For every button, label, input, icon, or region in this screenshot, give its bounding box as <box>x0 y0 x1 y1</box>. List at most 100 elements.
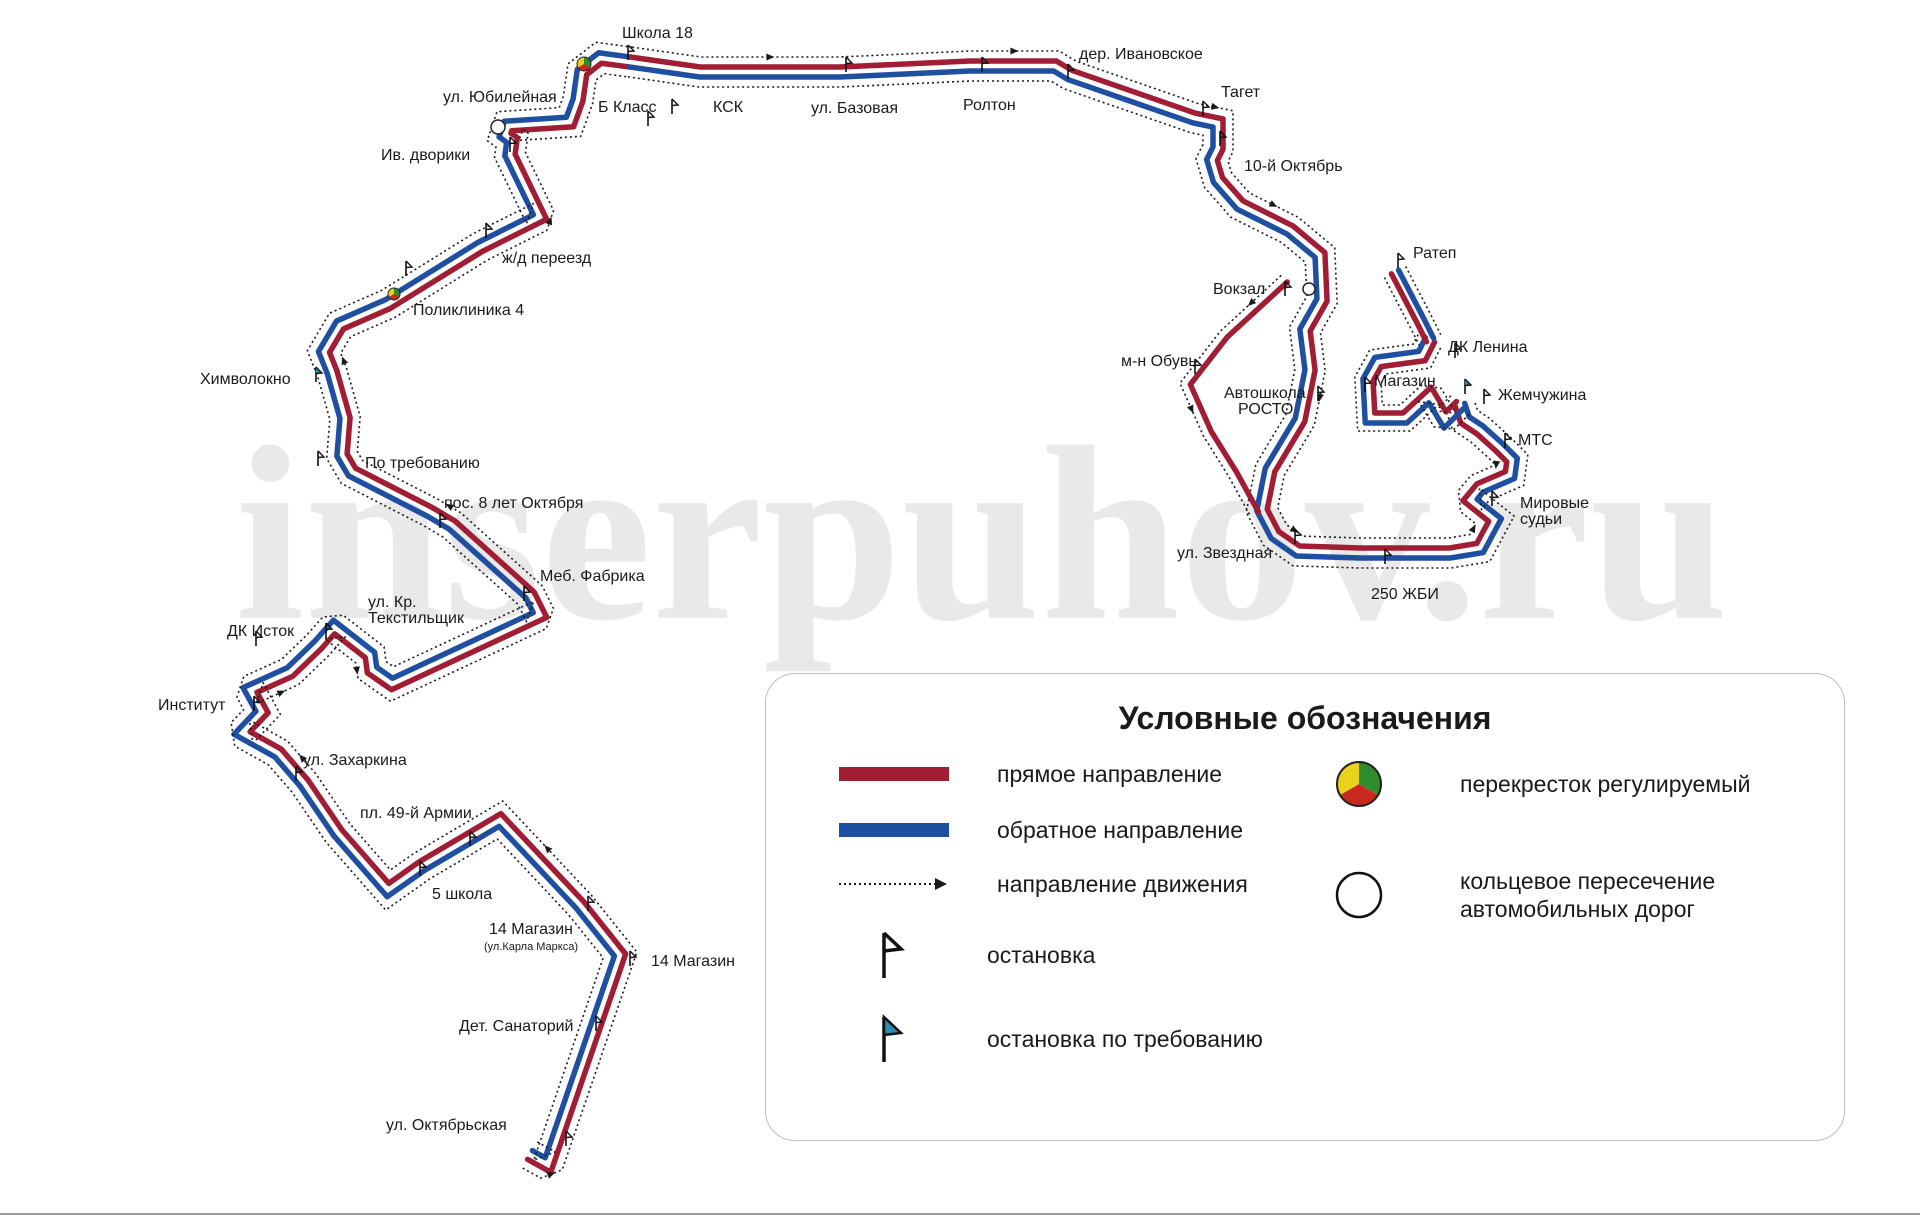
direction-arrow-icon <box>545 216 553 226</box>
stop-sublabel-karla-marksa: (ул.Карла Маркса) <box>484 941 578 953</box>
stop-flag-icon <box>1294 528 1303 544</box>
stop-label-vokzal: Вокзал <box>1213 281 1265 298</box>
direction-arrow-icon <box>1186 404 1194 414</box>
direction-arrow-icon <box>546 1172 556 1179</box>
traffic-signal-icon <box>1336 761 1382 807</box>
direction-arrow-icon <box>1289 525 1299 533</box>
direction-arrow-icon <box>341 356 349 366</box>
legend-signal-label: перекресток регулируемый <box>1460 771 1751 797</box>
stop-flag-icon <box>595 1015 604 1031</box>
direction-arrow-icon <box>1210 102 1220 110</box>
route-north-line <box>627 54 1510 551</box>
stop-flag-icon <box>419 860 428 876</box>
legend-movement: направление движения <box>839 870 1248 898</box>
stop-label-rolton: Ролтон <box>963 97 1016 114</box>
legend-signal: перекресток регулируемый <box>1334 759 1751 809</box>
stop-label-dk-lenina: ДК Ленина <box>1448 339 1528 356</box>
legend-movement-label: направление движения <box>997 871 1248 897</box>
forward-line-swatch <box>839 767 949 781</box>
direction-arrow-icon <box>1493 460 1501 469</box>
direction-arrows <box>276 47 1501 1179</box>
legend-roundabout-text: кольцевое пересечение автомобильных доро… <box>1460 867 1715 923</box>
roundabout-icon <box>490 119 506 135</box>
stop-label-mts: МТС <box>1518 432 1553 449</box>
stop-label-ul-bazovaya: ул. Базовая <box>811 100 898 117</box>
stop-flag-icon <box>485 222 494 238</box>
legend-roundabout-label-2: автомобильных дорог <box>1460 896 1695 922</box>
stop-flag-icon <box>981 56 990 72</box>
backward-line-swatch <box>839 823 949 837</box>
request-stop-flag-icon <box>315 366 324 382</box>
stop-flag-icon <box>325 622 334 638</box>
stop-flag-icon <box>1202 100 1211 116</box>
stop-flag-icon <box>1219 130 1228 146</box>
stop-label-pos-8-let-oktyabrya: пос. 8 лет Октября <box>444 495 583 512</box>
direction-arrow-icon <box>544 845 553 854</box>
bottom-rule <box>0 1213 1920 1215</box>
stop-flag-icon <box>1483 388 1492 404</box>
stop-label-ul-kr: ул. Кр. <box>368 594 417 611</box>
route-vokzal-line <box>1187 279 1291 515</box>
legend-request-stop-label: остановка по требованию <box>987 1026 1263 1052</box>
direction-arrow-icon <box>445 503 455 511</box>
stop-label-ul-yubileynaya: ул. Юбилейная <box>443 89 557 106</box>
route-lines <box>230 41 1529 1179</box>
stop-label-det-sanatoriy: Дет. Санаторий <box>459 1018 573 1035</box>
route-east-loop-back-line <box>1360 335 1467 431</box>
direction-arrow-icon <box>352 666 360 675</box>
stop-flag-icon <box>647 110 656 126</box>
stop-flag-icon <box>523 585 532 601</box>
stop-flag-icon <box>439 512 448 528</box>
stop-flag-icon <box>469 830 478 846</box>
request-stop-flag-icon <box>1464 378 1473 394</box>
route-ratep-back-dots <box>1404 266 1442 335</box>
traffic-signal-icon <box>576 56 592 72</box>
stop-flag-icon <box>671 98 680 114</box>
direction-arrow-icon <box>1010 47 1019 55</box>
stop-flag-icon <box>1364 376 1373 392</box>
stop-label-taget: Тагет <box>1221 84 1261 101</box>
legend-forward-label: прямое направление <box>997 761 1223 787</box>
legend-backward: обратное направление <box>839 816 1243 844</box>
route-north-back-dots <box>627 76 1529 569</box>
traffic-signal-icon <box>387 287 401 301</box>
stop-label-magazin: Магазин <box>1374 373 1436 390</box>
legend: Условные обозначения прямое направление … <box>765 673 1845 1141</box>
stop-label-tekstilshchik: Текстильщик <box>368 610 465 627</box>
route-east-loop-back-dots <box>1354 333 1470 432</box>
stop-label-po-trebovaniyu: По требованию <box>365 455 480 472</box>
stop-label-pl-49-armii: пл. 49-й Армии <box>360 805 472 822</box>
stop-flag-icon <box>1504 432 1513 448</box>
stop-flag-icon <box>845 56 854 72</box>
legend-backward-label: обратное направление <box>997 817 1244 843</box>
stop-label-institut: Институт <box>158 697 226 714</box>
stop-flag-icon <box>253 695 262 711</box>
stop-flag-icon <box>1284 280 1293 296</box>
stop-label-14-magazin: 14 Магазин <box>651 953 735 970</box>
stop-flag-icon <box>1194 358 1203 374</box>
stop-label-sudi: судьи <box>1520 511 1562 528</box>
stop-label-zhemchuzhina: Жемчужина <box>1498 387 1586 404</box>
stop-flag-icon <box>565 1130 574 1146</box>
roundabout-icon <box>1302 282 1316 296</box>
stop-label-meb-fabrika: Меб. Фабрика <box>540 568 645 585</box>
legend-roundabout-label-1: кольцевое пересечение <box>1460 868 1716 894</box>
route-main-line <box>247 60 633 1176</box>
stop-label-ul-oktyabrskaya: ул. Октябрьская <box>386 1117 507 1134</box>
stop-label-14-magazin-km: 14 Магазин <box>489 921 573 938</box>
stop-flag-icon <box>629 950 638 966</box>
stop-flag-icon <box>1397 252 1406 268</box>
stop-flag-icon <box>1491 490 1500 506</box>
stop-label-himvolokno: Химволокно <box>200 371 291 388</box>
stop-flag-icon <box>1067 63 1076 79</box>
stop-flag-icon <box>509 136 518 152</box>
movement-arrow-icon <box>839 878 947 890</box>
legend-roundabout: кольцевое пересечение автомобильных доро… <box>1334 867 1715 923</box>
stop-flag-icon <box>255 630 264 646</box>
direction-arrow-icon <box>1268 200 1278 207</box>
stop-label-250-zhbi: 250 ЖБИ <box>1371 586 1439 603</box>
legend-request-stop: остановка по требованию <box>879 1014 1263 1064</box>
route-east-loop-line <box>1370 339 1460 416</box>
stop-flag-icon <box>1384 548 1393 564</box>
direction-arrow-icon <box>1468 524 1476 534</box>
